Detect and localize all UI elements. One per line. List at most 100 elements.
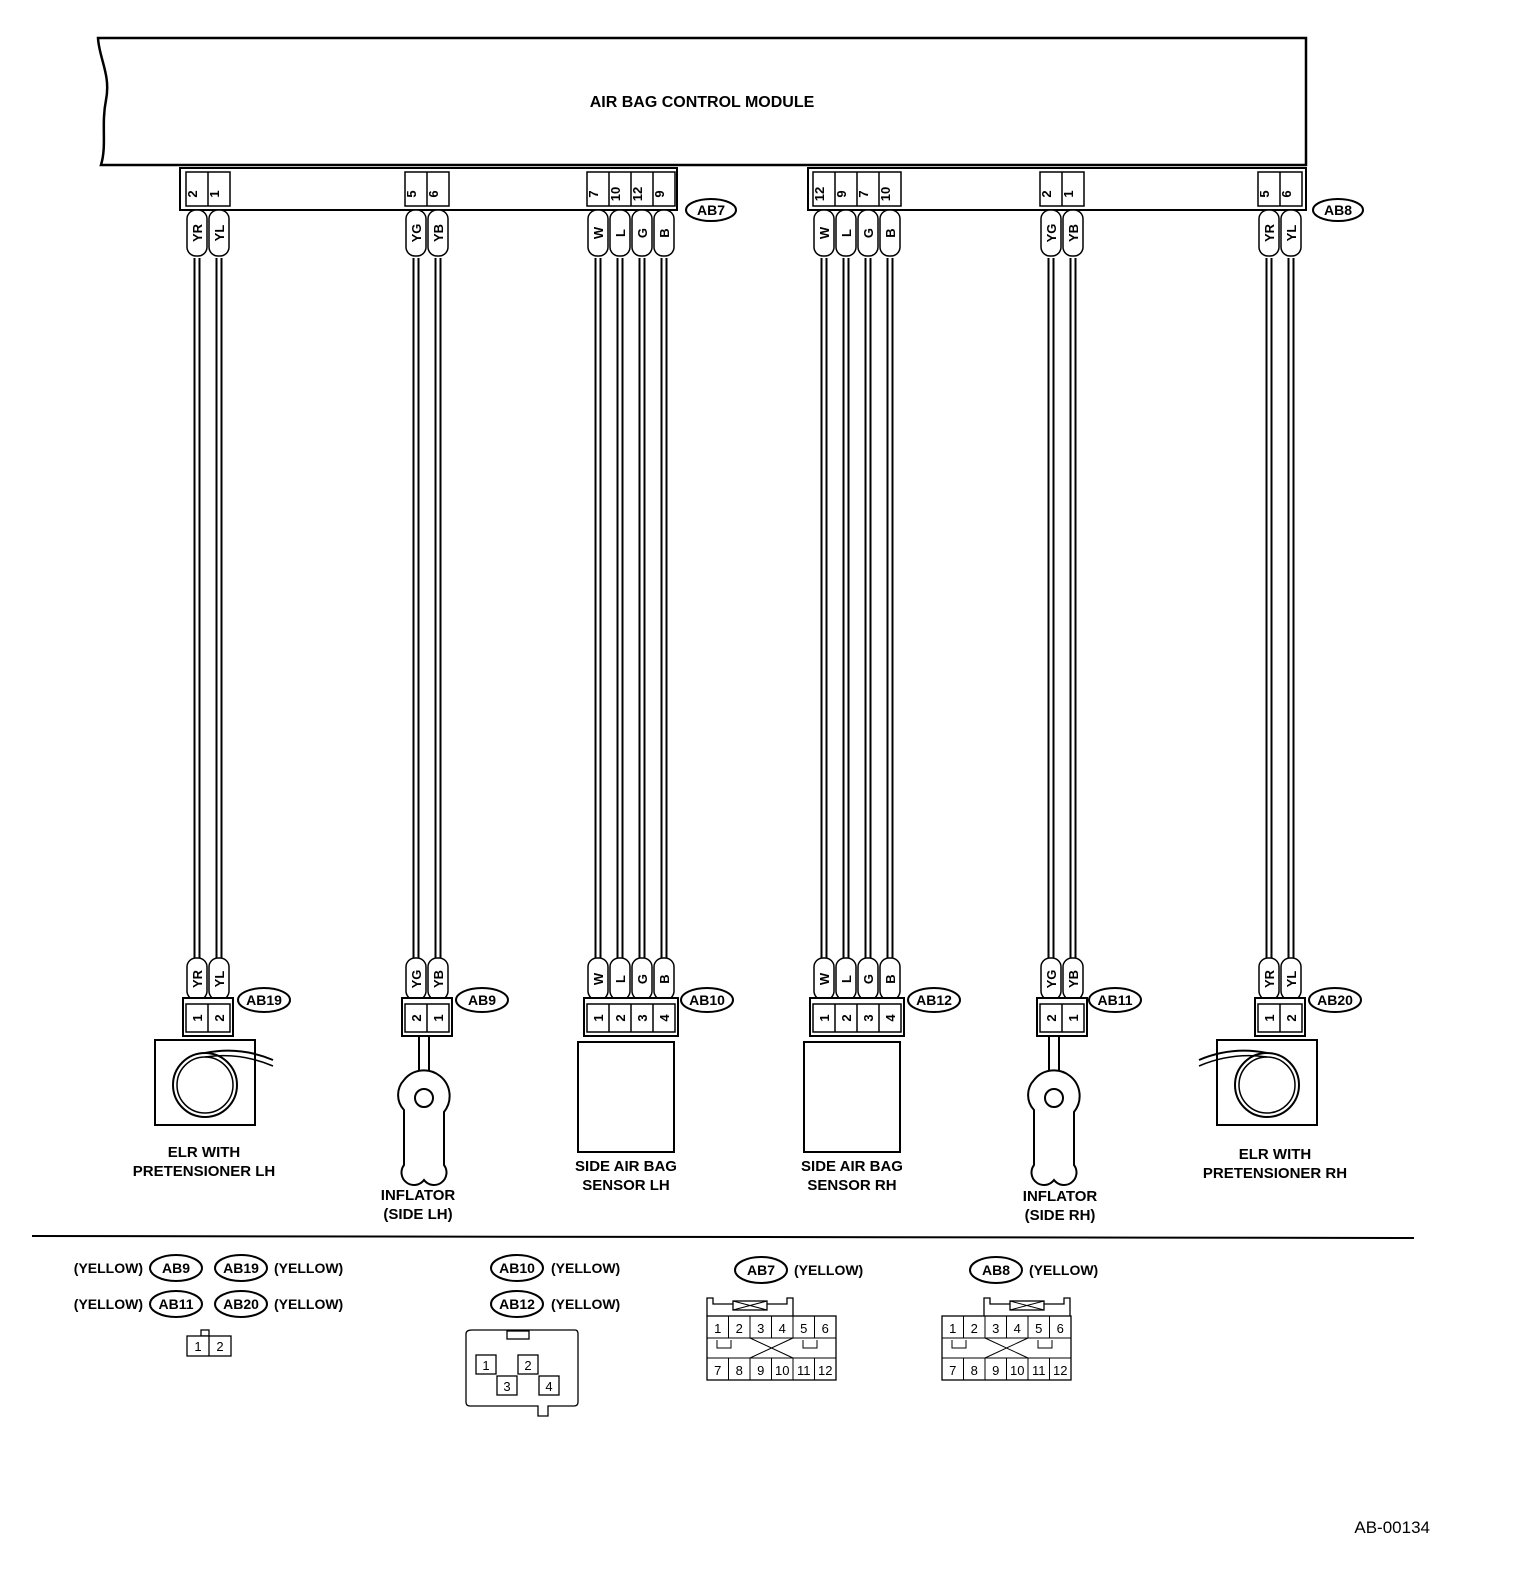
legend-pin: 4 [545, 1379, 552, 1394]
legend-pin: 8 [971, 1363, 978, 1378]
legend-connector-tag: AB10 [490, 1254, 544, 1282]
legend-pin: 5 [1035, 1321, 1042, 1336]
wire-color-bottom: YG [1044, 970, 1059, 989]
wire-label-capsule [1040, 209, 1062, 257]
wire-color-top: YB [1066, 224, 1081, 242]
wire-color-top: B [883, 228, 898, 237]
wire-color-bottom: G [635, 974, 650, 984]
figure-code: AB-00134 [1354, 1518, 1430, 1537]
top-pin-number: 6 [426, 190, 441, 197]
device-label: ELR WITH [168, 1144, 241, 1161]
device-label: PRETENSIONER LH [133, 1163, 276, 1180]
wire-label-capsule [208, 209, 230, 257]
connector-tag-ab8-text: AB8 [1324, 202, 1352, 218]
bottom-pin-number: 1 [1066, 1014, 1081, 1021]
device-label: SENSOR LH [582, 1177, 670, 1194]
wire-color-bottom: YB [1066, 970, 1081, 988]
device-label: PRETENSIONER RH [1203, 1165, 1347, 1182]
legend-pin: 2 [971, 1321, 978, 1336]
connector-tag: AB12 [907, 987, 961, 1013]
wire-color-bottom: B [657, 974, 672, 983]
device-label: INFLATOR [381, 1187, 456, 1204]
wire-color-bottom: YL [1284, 971, 1299, 988]
wire-label-capsule [1280, 209, 1302, 257]
connector-ab8-housing [807, 167, 1307, 211]
connector-tag-text: AB19 [246, 992, 282, 1008]
wire-label-capsule [427, 209, 449, 257]
separator-line [31, 1235, 1415, 1239]
bottom-pin-number: 2 [1044, 1014, 1059, 1021]
bottom-pin-number: 1 [591, 1014, 606, 1021]
legend-pin: 11 [797, 1363, 811, 1378]
connector-tag: AB9 [455, 987, 509, 1013]
connector-tag: AB20 [1308, 987, 1362, 1013]
legend-pin: 2 [524, 1358, 531, 1373]
legend-color-word: (YELLOW) [551, 1260, 620, 1276]
legend-connector-tag: AB7 [734, 1256, 788, 1284]
top-pin-number: 6 [1279, 190, 1294, 197]
legend-pin: 1 [714, 1321, 721, 1336]
top-pin-number: 7 [586, 190, 601, 197]
legend-pin: 9 [992, 1363, 999, 1378]
connector-tag-ab7: AB7 [685, 198, 737, 222]
connector-tag: AB11 [1088, 987, 1142, 1013]
connector-tag-text: AB9 [468, 992, 496, 1008]
legend-pin: 1 [482, 1358, 489, 1373]
device-label: SIDE AIR BAG [801, 1158, 903, 1175]
top-pin-number: 2 [1039, 190, 1054, 197]
wire-color-bottom: YG [409, 970, 424, 989]
connector-tag-text: AB11 [1097, 992, 1132, 1008]
wire-label-capsule [1258, 209, 1280, 257]
legend-pin: 10 [1010, 1363, 1024, 1378]
top-pin-number: 9 [652, 190, 667, 197]
connector-tag: AB19 [237, 987, 291, 1013]
legend-connector-tag: AB9 [149, 1254, 203, 1282]
legend-pin: 6 [822, 1321, 829, 1336]
wire-color-bottom: W [591, 972, 606, 985]
air-bag-control-module: AIR BAG CONTROL MODULE [96, 36, 1308, 167]
top-pin-number: 5 [404, 190, 419, 197]
legend-connector-tag: AB19 [214, 1254, 268, 1282]
wire-color-bottom: YB [431, 970, 446, 988]
legend-pin: 6 [1057, 1321, 1064, 1336]
wire-label-capsule [631, 209, 653, 257]
legend-tag-text: AB8 [982, 1262, 1010, 1278]
wire-color-bottom: B [883, 974, 898, 983]
legend-pin: 3 [757, 1321, 764, 1336]
legend-pin: 1 [949, 1321, 956, 1336]
top-pin-number: 10 [608, 187, 623, 201]
wire-color-top: YL [212, 225, 227, 242]
legend-pin: 7 [949, 1363, 956, 1378]
legend-color-word: (YELLOW) [274, 1296, 343, 1312]
legend-pin: 7 [714, 1363, 721, 1378]
wire-label-capsule [879, 209, 901, 257]
wire-color-top: L [613, 229, 628, 237]
legend-pin: 12 [1053, 1363, 1067, 1378]
bottom-pin-number: 1 [190, 1014, 205, 1021]
wire-color-bottom: YR [190, 969, 205, 988]
bottom-pin-number: 3 [635, 1014, 650, 1021]
legend-tag-text: AB12 [499, 1296, 535, 1312]
wire-color-top: YB [431, 224, 446, 242]
legend-color-word: (YELLOW) [74, 1260, 143, 1276]
bottom-pin-number: 2 [409, 1014, 424, 1021]
legend-pin: 3 [503, 1379, 510, 1394]
wire-color-bottom: L [839, 975, 854, 983]
wire-color-top: YG [409, 224, 424, 243]
bottom-pin-number: 4 [657, 1014, 672, 1022]
bottom-pin-number: 2 [613, 1014, 628, 1021]
wire-color-top: G [861, 228, 876, 238]
connector-tag-text: AB12 [916, 992, 952, 1008]
legend-color-word: (YELLOW) [551, 1296, 620, 1312]
device-label: (SIDE LH) [383, 1206, 452, 1223]
legend-pin: 2 [216, 1339, 223, 1354]
top-pin-number: 12 [630, 187, 645, 201]
legend-connector-tag: AB12 [490, 1290, 544, 1318]
wire-label-capsule [835, 209, 857, 257]
legend-connector-tag: AB8 [969, 1256, 1023, 1284]
connector-ab7-housing [179, 167, 678, 211]
bottom-pin-number: 3 [861, 1014, 876, 1021]
device-sensor-icon [577, 1041, 675, 1153]
